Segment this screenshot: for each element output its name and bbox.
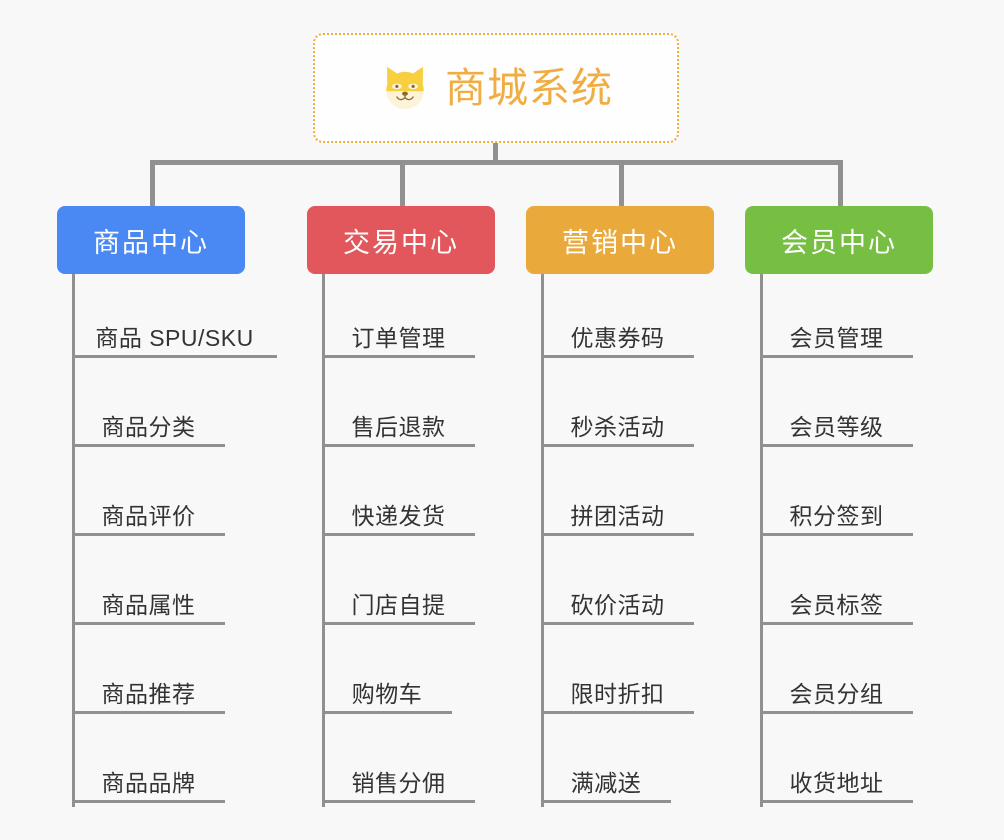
leaf-spine-column-1 bbox=[72, 274, 75, 807]
leaf-item-商品评价[interactable]: 商品评价 bbox=[72, 470, 225, 536]
leaf-item-label: 商品推荐 bbox=[101, 681, 196, 707]
leaf-item-会员标签[interactable]: 会员标签 bbox=[760, 559, 913, 625]
leaf-item-会员管理[interactable]: 会员管理 bbox=[760, 292, 913, 358]
leaf-item-会员分组[interactable]: 会员分组 bbox=[760, 648, 913, 714]
leaf-item-秒杀活动[interactable]: 秒杀活动 bbox=[541, 381, 694, 447]
leaf-item-label: 订单管理 bbox=[351, 325, 446, 351]
leaf-item-label: 会员标签 bbox=[789, 592, 884, 618]
category-label: 商品中心 bbox=[93, 227, 209, 258]
category-box-营销中心[interactable]: 营销中心 bbox=[526, 206, 714, 274]
leaf-item-label: 快递发货 bbox=[351, 503, 446, 529]
leaf-item-砍价活动[interactable]: 砍价活动 bbox=[541, 559, 694, 625]
leaf-item-限时折扣[interactable]: 限时折扣 bbox=[541, 648, 694, 714]
category-box-交易中心[interactable]: 交易中心 bbox=[307, 206, 495, 274]
leaf-item-售后退款[interactable]: 售后退款 bbox=[322, 381, 475, 447]
leaf-item-会员等级[interactable]: 会员等级 bbox=[760, 381, 913, 447]
leaf-item-商品属性[interactable]: 商品属性 bbox=[72, 559, 225, 625]
leaf-item-商品品牌[interactable]: 商品品牌 bbox=[72, 737, 225, 803]
leaf-item-商品推荐[interactable]: 商品推荐 bbox=[72, 648, 225, 714]
leaf-spine-column-2 bbox=[322, 274, 325, 807]
leaf-item-订单管理[interactable]: 订单管理 bbox=[322, 292, 475, 358]
leaf-item-积分签到[interactable]: 积分签到 bbox=[760, 470, 913, 536]
root-node-商城系统[interactable]: 商城系统 bbox=[313, 33, 679, 143]
leaf-item-label: 会员管理 bbox=[789, 325, 884, 351]
leaf-item-label: 砍价活动 bbox=[570, 592, 665, 618]
leaf-item-门店自提[interactable]: 门店自提 bbox=[322, 559, 475, 625]
leaf-item-商品分类[interactable]: 商品分类 bbox=[72, 381, 225, 447]
leaf-item-购物车[interactable]: 购物车 bbox=[322, 648, 452, 714]
leaf-item-label: 限时折扣 bbox=[570, 681, 665, 707]
connector-drop-3 bbox=[619, 160, 624, 206]
leaf-item-label: 秒杀活动 bbox=[570, 414, 665, 440]
connector-drop-4 bbox=[838, 160, 843, 206]
leaf-item-label: 商品评价 bbox=[101, 503, 196, 529]
connector-root-stem bbox=[493, 143, 498, 164]
connector-drop-1 bbox=[150, 160, 155, 206]
connector-drop-2 bbox=[400, 160, 405, 206]
leaf-item-label: 门店自提 bbox=[351, 592, 446, 618]
category-label: 会员中心 bbox=[781, 227, 897, 258]
leaf-item-商品-spu-sku[interactable]: 商品 SPU/SKU bbox=[72, 292, 277, 358]
leaf-item-销售分佣[interactable]: 销售分佣 bbox=[322, 737, 475, 803]
category-label: 交易中心 bbox=[343, 227, 459, 258]
leaf-item-label: 优惠券码 bbox=[570, 325, 665, 351]
leaf-item-label: 收货地址 bbox=[789, 770, 884, 796]
leaf-item-label: 拼团活动 bbox=[570, 503, 665, 529]
leaf-item-label: 会员等级 bbox=[789, 414, 884, 440]
category-box-商品中心[interactable]: 商品中心 bbox=[57, 206, 245, 274]
connector-horizontal-bus bbox=[150, 160, 840, 165]
leaf-item-label: 售后退款 bbox=[351, 414, 446, 440]
leaf-item-拼团活动[interactable]: 拼团活动 bbox=[541, 470, 694, 536]
leaf-item-label: 会员分组 bbox=[789, 681, 884, 707]
leaf-item-label: 满减送 bbox=[570, 770, 642, 796]
leaf-spine-column-3 bbox=[541, 274, 544, 807]
leaf-item-label: 商品 SPU/SKU bbox=[95, 325, 254, 351]
leaf-item-label: 商品属性 bbox=[101, 592, 196, 618]
leaf-item-label: 商品分类 bbox=[101, 414, 196, 440]
category-label: 营销中心 bbox=[562, 227, 678, 258]
leaf-item-收货地址[interactable]: 收货地址 bbox=[760, 737, 913, 803]
leaf-item-满减送[interactable]: 满减送 bbox=[541, 737, 671, 803]
leaf-item-快递发货[interactable]: 快递发货 bbox=[322, 470, 475, 536]
leaf-item-label: 购物车 bbox=[351, 681, 423, 707]
category-box-会员中心[interactable]: 会员中心 bbox=[745, 206, 933, 274]
leaf-item-优惠券码[interactable]: 优惠券码 bbox=[541, 292, 694, 358]
root-node-label: 商城系统 bbox=[445, 64, 613, 111]
leaf-spine-column-4 bbox=[760, 274, 763, 807]
shiba-dog-icon bbox=[386, 66, 424, 110]
leaf-item-label: 销售分佣 bbox=[351, 770, 446, 796]
leaf-item-label: 商品品牌 bbox=[101, 770, 196, 796]
leaf-item-label: 积分签到 bbox=[789, 503, 884, 529]
